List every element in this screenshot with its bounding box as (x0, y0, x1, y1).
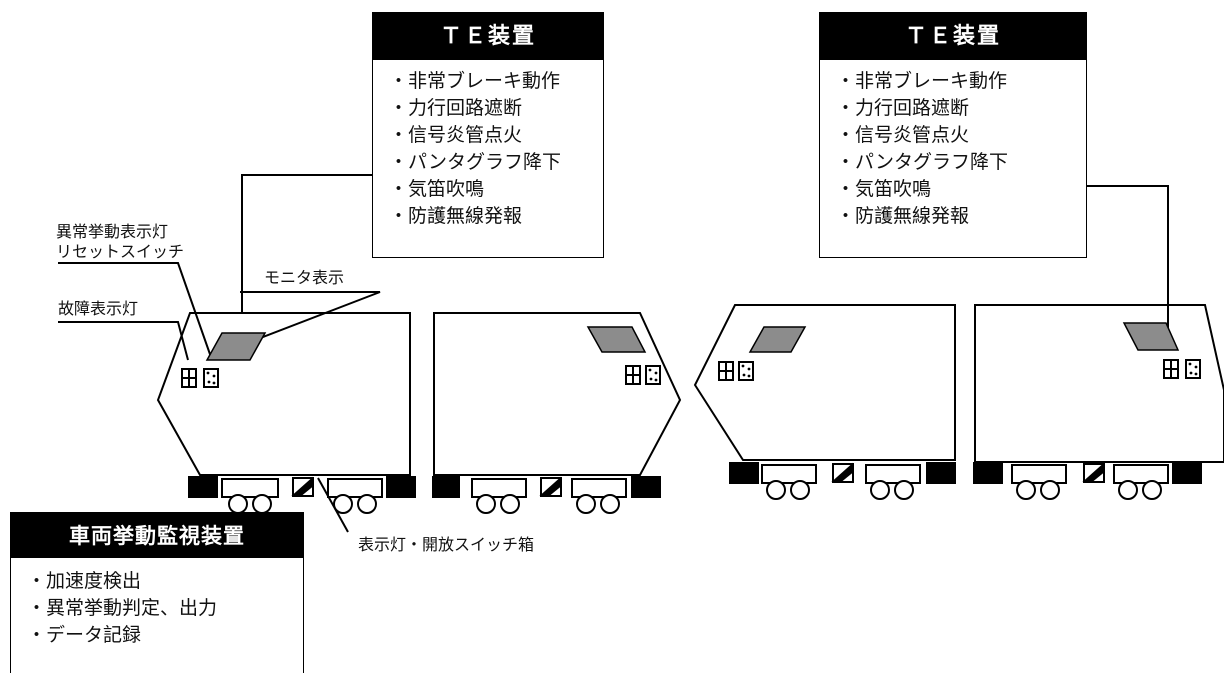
vehicle-behavior-monitor-box: 車両挙動監視装置 ・加速度検出 ・異常挙動判定、出力 ・データ記録 (10, 512, 304, 673)
coupler-car-1-rear (386, 476, 416, 498)
coupler-car-4-front (973, 462, 1003, 484)
list-item: ・防護無線発報 (389, 205, 523, 227)
leader-line-reset-switch (58, 262, 213, 361)
list-item: ・防護無線発報 (836, 205, 970, 227)
reset-switch-label-line1: 異常挙動表示灯 (56, 222, 169, 241)
leader-line-te-right (1085, 185, 1169, 328)
leader-line-te-left (241, 174, 372, 312)
fault-lamp-car-3 (718, 361, 734, 381)
monitor-display-car-2 (586, 326, 647, 353)
te-device-box-left: ＴＥ装置 ・非常ブレーキ動作 ・力行回路遮断 ・信号炎管点火 ・パンタグラフ降下… (372, 12, 604, 258)
monitor-display-car-4 (1122, 322, 1180, 351)
te-device-title: ＴＥ装置 (373, 13, 603, 60)
lamp-switch-box-label: 表示灯・開放スイッチ箱 (358, 535, 535, 554)
fault-lamp-car-4 (1163, 359, 1179, 379)
car-2-body (433, 312, 682, 476)
list-item: ・パンタグラフ降下 (836, 151, 1008, 173)
list-item: ・信号炎管点火 (836, 124, 970, 146)
list-item: ・データ記録 (27, 624, 142, 646)
list-item: ・非常ブレーキ動作 (836, 70, 1008, 92)
lamp-switch-box-car-1 (291, 476, 314, 497)
leader-line-fault-lamp (58, 321, 189, 361)
fault-lamp-car-1 (181, 368, 197, 388)
monitor-unit-car-1 (188, 476, 218, 498)
bogie-car-1-rear (327, 478, 383, 514)
te-device-function-list: ・非常ブレーキ動作 ・力行回路遮断 ・信号炎管点火 ・パンタグラフ降下 ・気笛吹… (373, 60, 603, 230)
bogie-car-3-front (761, 464, 817, 500)
reset-switch-car-2 (645, 365, 661, 385)
list-item: ・パンタグラフ降下 (389, 151, 561, 173)
bogie-car-1-front (221, 478, 279, 514)
list-item: ・気笛吹鳴 (389, 178, 485, 200)
coupler-car-3-rear (926, 462, 956, 484)
reset-switch-car-3 (738, 361, 754, 381)
leader-line-lamp-switch-box (317, 477, 349, 533)
monitor-display-car-1 (205, 332, 267, 361)
fault-lamp-label: 故障表示灯 (58, 299, 139, 318)
te-device-function-list: ・非常ブレーキ動作 ・力行回路遮断 ・信号炎管点火 ・パンタグラフ降下 ・気笛吹… (820, 60, 1086, 230)
coupler-car-4-rear (1172, 462, 1202, 484)
monitor-function-list: ・加速度検出 ・異常挙動判定、出力 ・データ記録 (11, 558, 303, 649)
bogie-car-3-rear (865, 464, 921, 500)
bogie-car-4-rear (1113, 464, 1169, 500)
list-item: ・加速度検出 (27, 570, 142, 592)
bogie-car-2-front (471, 478, 527, 514)
list-item: ・気笛吹鳴 (836, 178, 932, 200)
list-item: ・異常挙動判定、出力 (27, 597, 218, 619)
bogie-car-4-front (1011, 464, 1067, 500)
reset-switch-label-line2: リセットスイッチ (56, 242, 185, 261)
car-4-body (974, 304, 1224, 463)
list-item: ・非常ブレーキ動作 (389, 70, 561, 92)
te-device-title: ＴＥ装置 (820, 13, 1086, 60)
coupler-car-3-front (729, 462, 759, 484)
monitor-display-label: モニタ表示 (264, 268, 345, 287)
list-item: ・力行回路遮断 (836, 97, 970, 119)
reset-switch-label: 異常挙動表示灯 リセットスイッチ (56, 222, 184, 262)
car-3-body (693, 304, 956, 461)
reset-switch-car-1 (203, 368, 219, 388)
bogie-car-2-rear (571, 478, 627, 514)
coupler-car-2-rear (631, 476, 661, 498)
fault-lamp-car-2 (625, 365, 641, 385)
leader-line-monitor-display (240, 291, 381, 346)
monitor-box-title: 車両挙動監視装置 (11, 513, 303, 558)
car-1-body (156, 312, 411, 476)
lamp-switch-box-car-2 (539, 476, 562, 497)
te-device-box-right: ＴＥ装置 ・非常ブレーキ動作 ・力行回路遮断 ・信号炎管点火 ・パンタグラフ降下… (819, 12, 1087, 258)
reset-switch-car-4 (1185, 359, 1201, 379)
monitor-display-car-3 (748, 326, 807, 353)
coupler-car-2-front (432, 476, 460, 498)
list-item: ・力行回路遮断 (389, 97, 523, 119)
lamp-switch-box-car-3 (831, 462, 854, 483)
list-item: ・信号炎管点火 (389, 124, 523, 146)
lamp-switch-box-car-4 (1082, 462, 1105, 483)
